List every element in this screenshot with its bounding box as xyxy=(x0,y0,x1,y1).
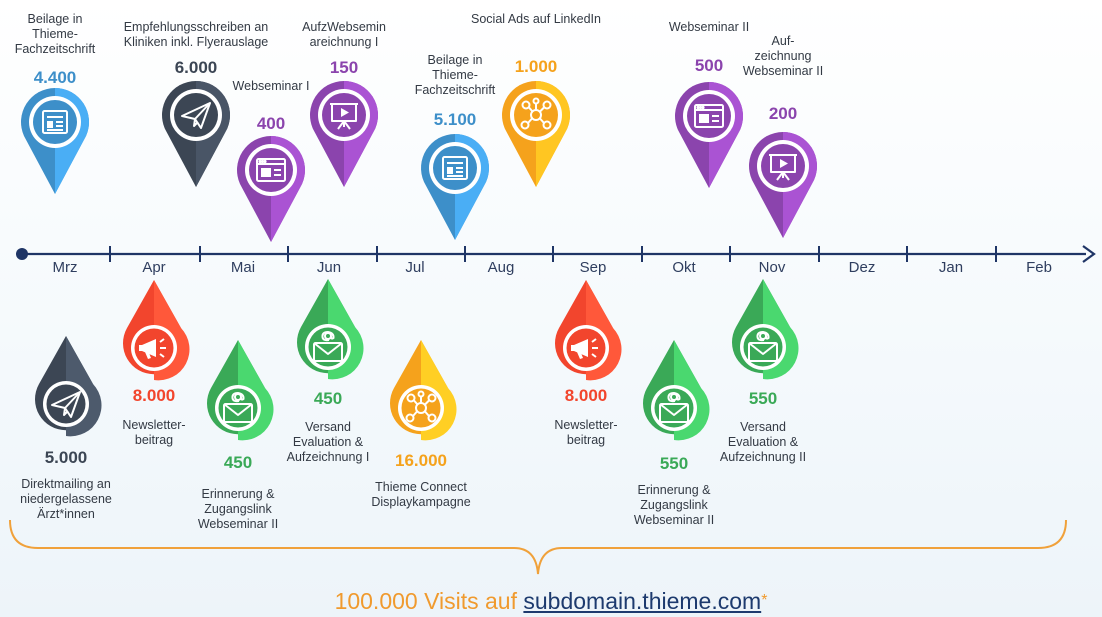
activity-label: Webseminar I xyxy=(232,79,310,93)
activity-label: Thieme Connect Displaykampagne xyxy=(371,480,471,509)
drop-marker xyxy=(35,336,102,437)
activity-label: Beilage in Thieme- Fachzeitschrift xyxy=(14,12,96,56)
subdomain-link[interactable]: subdomain.thieme.com xyxy=(523,588,762,614)
activity-value: 550 xyxy=(748,389,778,408)
month-label-sep: Sep xyxy=(579,259,607,276)
activity-value: 400 xyxy=(256,114,286,133)
activity-value: 1.000 xyxy=(514,57,558,76)
web-window-icon xyxy=(256,158,286,182)
map-pin-marker xyxy=(20,88,90,194)
map-pin-marker xyxy=(310,81,379,187)
activity-label: Versand Evaluation & Aufzeichnung II xyxy=(719,420,807,464)
visits-text: 100.000 Visits auf xyxy=(334,588,524,614)
activity-value: 5.100 xyxy=(433,110,477,129)
activity-label: Direktmailing an niedergelassene Ärzt*in… xyxy=(20,477,112,521)
map-pin-marker xyxy=(421,134,490,240)
activity-label: Webseminar II xyxy=(668,20,750,34)
drop-marker xyxy=(207,340,274,441)
activity-value: 550 xyxy=(659,454,689,473)
month-label-jun: Jun xyxy=(316,259,342,276)
map-pin-marker xyxy=(675,82,744,188)
map-pin-marker xyxy=(749,132,818,238)
month-label-feb: Feb xyxy=(1026,259,1052,276)
network-icon xyxy=(520,97,552,130)
activity-label: Empfehlungsschreiben an Kliniken inkl. F… xyxy=(123,20,269,49)
activity-label: Social Ads auf LinkedIn xyxy=(471,12,601,26)
month-label-jul: Jul xyxy=(405,259,425,276)
total-brace xyxy=(9,519,1067,575)
megaphone-icon xyxy=(139,338,166,359)
activity-value: 8.000 xyxy=(132,386,176,405)
activity-value: 450 xyxy=(313,389,343,408)
presentation-icon xyxy=(330,103,358,130)
total-visits-footer: 100.000 Visits auf subdomain.thieme.com* xyxy=(0,586,1102,616)
month-label-okt: Okt xyxy=(672,259,696,276)
drop-marker xyxy=(732,279,799,380)
activity-value: 8.000 xyxy=(564,386,608,405)
activity-value: 6.000 xyxy=(174,58,218,77)
email-icon xyxy=(313,331,343,362)
activity-label: Auf- zeichnung Webseminar II xyxy=(742,34,824,78)
paper-plane-icon xyxy=(181,102,211,129)
month-label-dez: Dez xyxy=(848,259,876,276)
activity-value: 200 xyxy=(768,104,798,123)
activity-label: AufzWebsemin areichnung I xyxy=(302,20,386,49)
drop-marker xyxy=(123,280,190,381)
axis-start-dot xyxy=(16,248,28,260)
activity-label: Beilage in Thieme- Fachzeitschrift xyxy=(414,53,496,97)
month-label-jan: Jan xyxy=(938,259,964,276)
activity-label: Newsletter- beitrag xyxy=(122,418,186,447)
newspaper-icon xyxy=(442,156,468,180)
axis-arrow xyxy=(1082,245,1096,263)
map-pin-marker xyxy=(162,81,231,187)
activity-value: 450 xyxy=(223,453,253,472)
map-pin-marker xyxy=(502,81,571,187)
drop-marker xyxy=(643,340,710,441)
activity-label: Newsletter- beitrag xyxy=(554,418,618,447)
drop-marker xyxy=(555,280,622,381)
presentation-icon xyxy=(769,154,797,181)
megaphone-icon xyxy=(571,338,598,359)
email-icon xyxy=(223,392,253,423)
month-label-mrz: Mrz xyxy=(52,259,78,276)
drop-marker xyxy=(390,340,457,441)
month-label-mai: Mai xyxy=(230,259,256,276)
email-icon xyxy=(748,331,778,362)
month-label-nov: Nov xyxy=(758,259,786,276)
activity-label: Versand Evaluation & Aufzeichnung I xyxy=(286,420,370,464)
activity-label: Erinnerung & Zugangslink Webseminar II xyxy=(197,487,279,531)
footnote-star: * xyxy=(761,592,768,609)
activity-value: 16.000 xyxy=(395,451,447,470)
month-label-apr: Apr xyxy=(142,259,166,276)
drop-marker xyxy=(297,279,364,380)
web-window-icon xyxy=(694,104,724,128)
newspaper-icon xyxy=(42,110,68,134)
email-icon xyxy=(659,392,689,423)
network-icon xyxy=(405,390,437,423)
activity-label: Erinnerung & Zugangslink Webseminar II xyxy=(633,483,715,527)
activity-value: 5.000 xyxy=(44,448,88,467)
activity-value: 4.400 xyxy=(33,68,77,87)
map-pin-marker xyxy=(237,136,306,242)
activity-value: 500 xyxy=(694,56,724,75)
activity-value: 150 xyxy=(329,58,359,77)
paper-plane-icon xyxy=(51,391,81,418)
month-label-aug: Aug xyxy=(487,259,515,276)
